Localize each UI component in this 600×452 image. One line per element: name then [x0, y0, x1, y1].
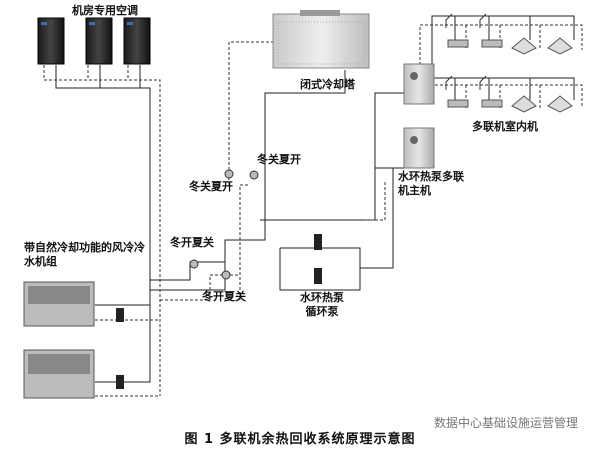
valves [189, 169, 259, 280]
vrf-branch-tees [445, 13, 487, 90]
valve-label-3: 冬开夏关 [170, 236, 214, 249]
air-chiller-label: 带自然冷却功能的风冷冷水机组 [24, 241, 145, 268]
vrf-indoor-label: 多联机室内机 [472, 120, 538, 133]
supply-pipes [55, 15, 575, 383]
cooling-tower [272, 10, 370, 69]
pumps [116, 234, 322, 389]
wshp-hosts [403, 63, 435, 169]
watermark: 数据中心基础设施运营管理 [433, 416, 578, 430]
cooling-tower-label: 闭式冷却塔 [300, 78, 355, 91]
air-chillers [23, 281, 95, 399]
crac-label: 机房专用空调 [72, 4, 138, 17]
wshp-host-label: 水环热泵多联机主机 [398, 170, 464, 197]
valve-label-2: 冬关夏开 [189, 180, 233, 193]
figure-caption: 图 1 多联机余热回收系统原理示意图 [184, 432, 416, 447]
valve-label-4: 冬开夏关 [202, 290, 246, 303]
crac-units [37, 17, 151, 65]
vrf-indoor-units [447, 37, 573, 113]
valve-label-1: 冬关夏开 [257, 153, 301, 166]
pump-label: 水环热泵循环泵 [300, 291, 344, 318]
